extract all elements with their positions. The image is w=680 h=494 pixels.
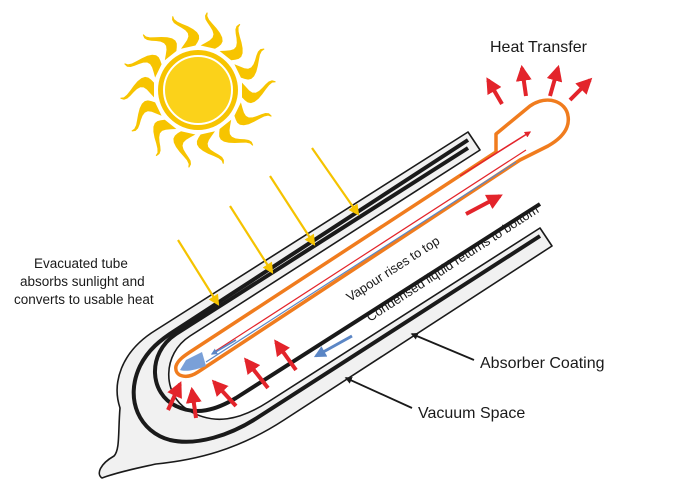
heat-transfer-label: Heat Transfer (490, 39, 588, 56)
vacuum-pointer (344, 377, 413, 409)
sunlight-arrow (269, 175, 316, 246)
heat-arrow (185, 386, 202, 419)
sunlight-arrows (177, 147, 360, 306)
vapour-arrow (465, 194, 503, 216)
sun-ray (196, 131, 224, 164)
sun-ray (120, 76, 154, 100)
heat-input-arrows (166, 339, 298, 419)
sun-ray (173, 131, 196, 168)
heat-arrow (274, 339, 298, 372)
absorber-tube (131, 138, 542, 444)
heat-arrow (166, 381, 182, 411)
heat-pipe (174, 98, 571, 378)
heat-arrow (244, 357, 270, 390)
heat-arrow (486, 77, 504, 106)
condensed-liquid (180, 352, 206, 371)
evacuated-label-1: Evacuated tube (34, 256, 128, 271)
condensed-arrow (313, 334, 353, 358)
sunlight-arrow (311, 147, 360, 216)
sun-ray (219, 119, 254, 146)
heat-arrow (546, 64, 563, 97)
sun-ray (124, 54, 162, 78)
sun-ray (153, 119, 177, 157)
liquid-internal-arrow (210, 339, 237, 355)
absorber-label: Absorber Coating (480, 355, 605, 372)
sun-ray (131, 100, 162, 132)
heat-arrow (568, 77, 593, 102)
heat-transfer-arrows (486, 64, 593, 106)
sun-ray (242, 80, 276, 104)
sun-ray (200, 12, 223, 49)
absorber-pointer (410, 332, 475, 361)
sun-icon (120, 12, 276, 168)
heat-arrow (515, 64, 532, 97)
evacuated-label-3: converts to usable heat (14, 292, 154, 307)
sun-ray (219, 23, 243, 61)
sun-ray (234, 48, 265, 80)
sunlight-arrow (229, 205, 274, 274)
sun-ray (142, 34, 177, 61)
sun-core (163, 55, 233, 125)
vapour-internal-arrow (459, 131, 532, 177)
evacuated-label-2: absorbs sunlight and (20, 274, 145, 289)
heat-arrow (211, 379, 238, 408)
sun-ray (234, 102, 272, 126)
sun-ray (172, 16, 200, 49)
sunlight-arrow (177, 239, 220, 306)
vacuum-label: Vacuum Space (418, 405, 525, 422)
